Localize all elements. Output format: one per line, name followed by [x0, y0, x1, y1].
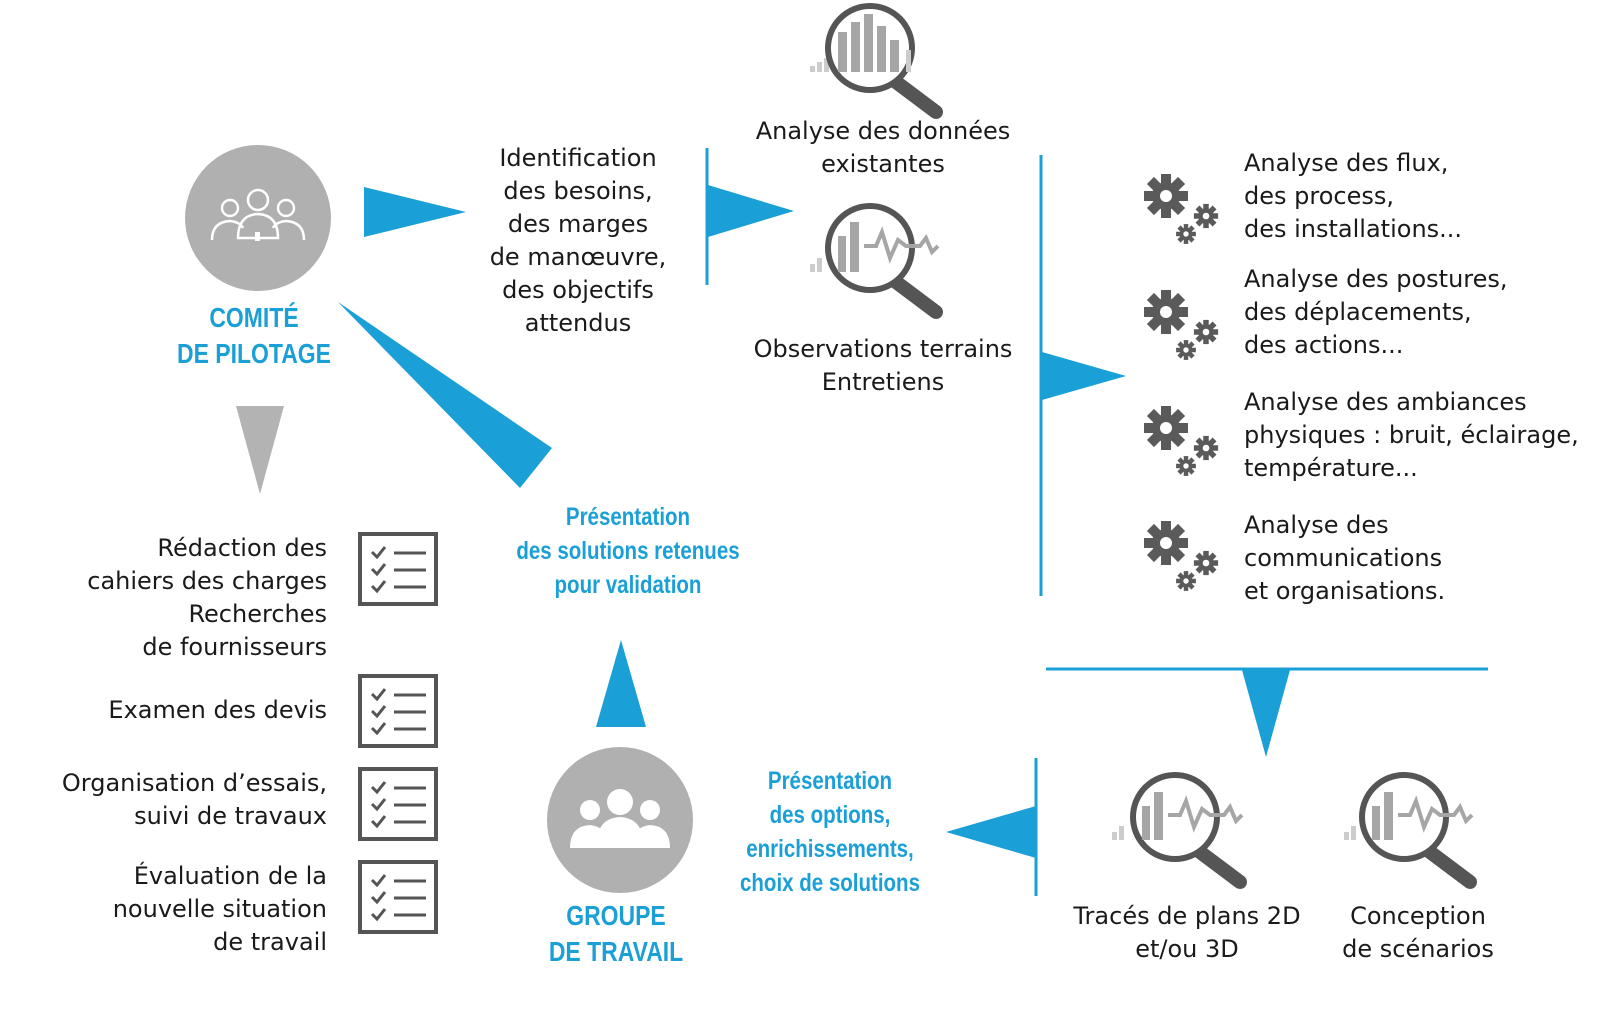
arrow-up-validation — [596, 640, 646, 727]
arrow-right-besoins — [364, 187, 466, 237]
source-observations-text: Observations terrains Entretiens — [753, 335, 1013, 396]
task-essais-text: Organisation d’essais, suivi de travaux — [61, 769, 327, 830]
output-scenarios-text: Conception de scénarios — [1342, 902, 1494, 963]
checklist-icon — [358, 767, 438, 841]
analyse-flux-text: Analyse des flux, des process, des insta… — [1244, 149, 1463, 243]
gears-icon — [1144, 521, 1219, 591]
gears-icon — [1144, 290, 1219, 360]
analyse-communications-text: Analyse des communications et organisati… — [1244, 511, 1446, 605]
presentation-options-label: Présentation des options, enrichissement… — [740, 767, 920, 897]
gears-icon — [1144, 174, 1219, 244]
arrow-diagonal — [338, 302, 552, 488]
checklist-icon — [358, 860, 438, 934]
arrow-right-analyses — [1042, 352, 1126, 400]
arrow-right-sources — [708, 185, 794, 237]
checklist-icon — [358, 674, 438, 748]
output-plans-text: Tracés de plans 2D et/ou 3D — [1073, 902, 1301, 963]
besoins-text: Identification des besoins, des marges d… — [489, 144, 667, 337]
bar-chart-magnifier-icon — [810, 3, 943, 119]
gears-icon — [1144, 406, 1219, 476]
task-evaluation-text: Évaluation de la nouvelle situation de t… — [112, 862, 327, 956]
comite-label: COMITÉ DE PILOTAGE — [177, 302, 331, 369]
signal-chart-magnifier-icon — [1112, 772, 1247, 889]
arrow-down-tasks — [236, 406, 284, 494]
comite-people-icon — [185, 145, 331, 291]
analyse-ambiances-text: Analyse des ambiances physiques : bruit,… — [1244, 388, 1579, 482]
signal-chart-magnifier-icon — [1344, 772, 1477, 889]
groupe-label: GROUPE DE TRAVAIL — [548, 900, 684, 967]
source-donnees-text: Analyse des données existantes — [755, 117, 1011, 178]
checklist-icon — [358, 532, 438, 606]
task-devis-text: Examen des devis — [108, 696, 327, 724]
signal-chart-magnifier-icon — [810, 203, 943, 319]
presentation-solutions-label: Présentation des solutions retenues pour… — [516, 503, 740, 599]
analyse-postures-text: Analyse des postures, des déplacements, … — [1244, 265, 1508, 359]
arrow-down-outputs — [1242, 670, 1290, 757]
arrow-left-options — [946, 806, 1036, 858]
task-cahiers-text: Rédaction des cahiers des charges Recher… — [87, 534, 327, 661]
groupe-people-icon — [547, 747, 693, 893]
